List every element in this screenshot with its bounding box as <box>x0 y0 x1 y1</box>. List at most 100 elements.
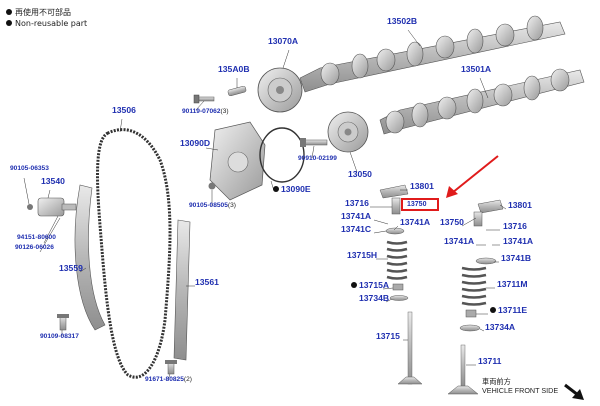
part-label-13715[interactable]: 13715 <box>376 332 400 341</box>
part-label-90105-08505[interactable]: 90105-08505(3) <box>189 202 236 210</box>
bolt-90119-07062[interactable] <box>193 94 215 104</box>
seat-13734a[interactable] <box>459 324 481 332</box>
camshaft-13502b[interactable] <box>299 15 566 93</box>
part-label-13559[interactable]: 13559 <box>59 264 83 273</box>
part-label-94151-80600[interactable]: 94151-80600 <box>17 234 56 242</box>
part-number: 90126-06026 <box>15 244 54 251</box>
part-label-13750[interactable]: 13750 <box>440 218 464 227</box>
part-label-13741ad[interactable]: 13741A <box>503 237 533 246</box>
bolt-90109-08317[interactable] <box>57 314 69 331</box>
valve-spring-left[interactable] <box>386 240 408 280</box>
part-label-13801b[interactable]: 13801 <box>508 201 532 210</box>
part-label-13540[interactable]: 13540 <box>41 177 65 186</box>
part-number: 90105-06353 <box>10 165 49 172</box>
part-label-90119-07062[interactable]: 90119-07062(3) <box>182 108 229 116</box>
vehicle-front-jp: 車両前方 <box>482 377 511 386</box>
retainer-13741b[interactable] <box>475 257 497 265</box>
legend-en: Non-reusable part <box>6 19 87 28</box>
part-number: 13090D <box>180 138 211 148</box>
highlight-box-13750[interactable]: 13750 <box>401 198 439 211</box>
cam-gear-13070a[interactable] <box>257 67 303 113</box>
part-label-13715h[interactable]: 13715H <box>347 251 377 260</box>
valve-seal-13715a[interactable] <box>392 283 404 291</box>
chain-slipper-13561[interactable] <box>173 219 191 361</box>
part-label-13502b[interactable]: 13502B <box>387 17 417 26</box>
part-label-90910-02199[interactable]: 90910-02199 <box>298 155 337 163</box>
part-label-13711[interactable]: 13711 <box>478 357 501 366</box>
part-label-13734b[interactable]: 13734B <box>359 294 389 303</box>
part-label-13501a[interactable]: 13501A <box>461 65 491 74</box>
leader-lines <box>23 29 507 381</box>
part-label-13741aa[interactable]: 13741A <box>341 212 371 221</box>
part-label-13711e[interactable]: 13711E <box>490 306 527 315</box>
camshaft-13501a[interactable] <box>379 68 585 135</box>
part-label-13734a[interactable]: 13734A <box>485 323 515 332</box>
part-number: 13711 <box>478 356 502 366</box>
part-number: 13501A <box>461 64 492 74</box>
rocker-arm-right[interactable] <box>473 199 504 227</box>
cam-gear-13050[interactable] <box>327 111 369 153</box>
valve-seal-13711e[interactable] <box>465 309 477 318</box>
part-number: 13711M <box>497 279 528 289</box>
part-number: 13734A <box>485 322 516 332</box>
part-number: 13716 <box>345 198 369 208</box>
non-reusable-dot-icon <box>490 307 496 313</box>
lash-adjuster-13750[interactable] <box>391 197 401 215</box>
vvt-housing-13090d[interactable] <box>208 121 266 201</box>
part-label-90105-06353[interactable]: 90105-06353 <box>10 165 49 173</box>
part-number: 91671-80825 <box>145 376 184 383</box>
part-label-13506[interactable]: 13506 <box>112 106 136 115</box>
valve-13715[interactable] <box>397 311 423 385</box>
part-number: 13734B <box>359 293 390 303</box>
part-label-13741b[interactable]: 13741B <box>501 254 531 263</box>
quantity-suffix: (3) <box>220 108 229 115</box>
pin-135a0b[interactable] <box>227 85 247 97</box>
seat-13734b[interactable] <box>389 295 409 301</box>
legend-en-text: Non-reusable part <box>15 19 88 28</box>
part-number: 13741A <box>341 211 372 221</box>
part-number: 94151-80600 <box>17 234 56 241</box>
part-label-13741ab[interactable]: 13741A <box>400 218 430 227</box>
non-reusable-dot-icon <box>351 282 357 288</box>
rocker-arm-left[interactable] <box>379 184 409 199</box>
part-number: 13561 <box>195 277 219 287</box>
part-number: 13540 <box>41 176 65 186</box>
part-label-135a0b[interactable]: 135A0B <box>218 65 250 74</box>
valve-spring-right[interactable] <box>461 266 487 306</box>
part-label-13716a[interactable]: 13716 <box>345 199 369 208</box>
part-number: 13502B <box>387 16 418 26</box>
part-label-13801a[interactable]: 13801 <box>410 182 434 191</box>
part-number: 13750 <box>440 217 464 227</box>
non-reusable-dot-icon <box>273 186 279 192</box>
part-label-13090d[interactable]: 13090D <box>180 139 210 148</box>
legend-dot-icon <box>6 9 12 15</box>
part-label-13716b[interactable]: 13716 <box>503 222 527 231</box>
part-label-13090e[interactable]: 13090E <box>273 185 311 194</box>
timing-chain-13506[interactable] <box>96 128 172 379</box>
part-number: 90109-08317 <box>40 333 79 340</box>
highlight-label: 13750 <box>407 201 427 208</box>
part-label-91671-80825[interactable]: 91671-80825(2) <box>145 376 192 384</box>
plug-90910-02199[interactable] <box>300 138 328 147</box>
part-label-13711m[interactable]: 13711M <box>497 280 528 289</box>
chain-tensioner-13540[interactable] <box>27 197 77 217</box>
bolt-91671-80825[interactable] <box>165 360 177 375</box>
part-label-13070a[interactable]: 13070A <box>268 37 298 46</box>
chain-guide-13559[interactable] <box>74 184 106 331</box>
part-label-90126-06026[interactable]: 90126-06026 <box>15 244 54 252</box>
part-number: 90910-02199 <box>298 155 337 162</box>
part-label-90109-08317[interactable]: 90109-08317 <box>40 333 79 341</box>
part-label-13561[interactable]: 13561 <box>195 278 219 287</box>
vehicle-front-en: VEHICLE FRONT SIDE <box>482 385 559 395</box>
part-label-13741c[interactable]: 13741C <box>341 225 371 234</box>
part-label-13050[interactable]: 13050 <box>348 170 372 179</box>
part-number: 13801 <box>508 200 532 210</box>
vehicle-front-arrow <box>564 383 584 400</box>
part-number: 13715A <box>359 280 390 290</box>
gasket-13090e[interactable] <box>259 127 305 183</box>
valve-13711[interactable] <box>447 344 479 395</box>
part-label-13715a[interactable]: 13715A <box>351 281 389 290</box>
part-label-13741ac[interactable]: 13741A <box>444 237 474 246</box>
legend-jp: 再使用不可部品 <box>6 7 71 18</box>
